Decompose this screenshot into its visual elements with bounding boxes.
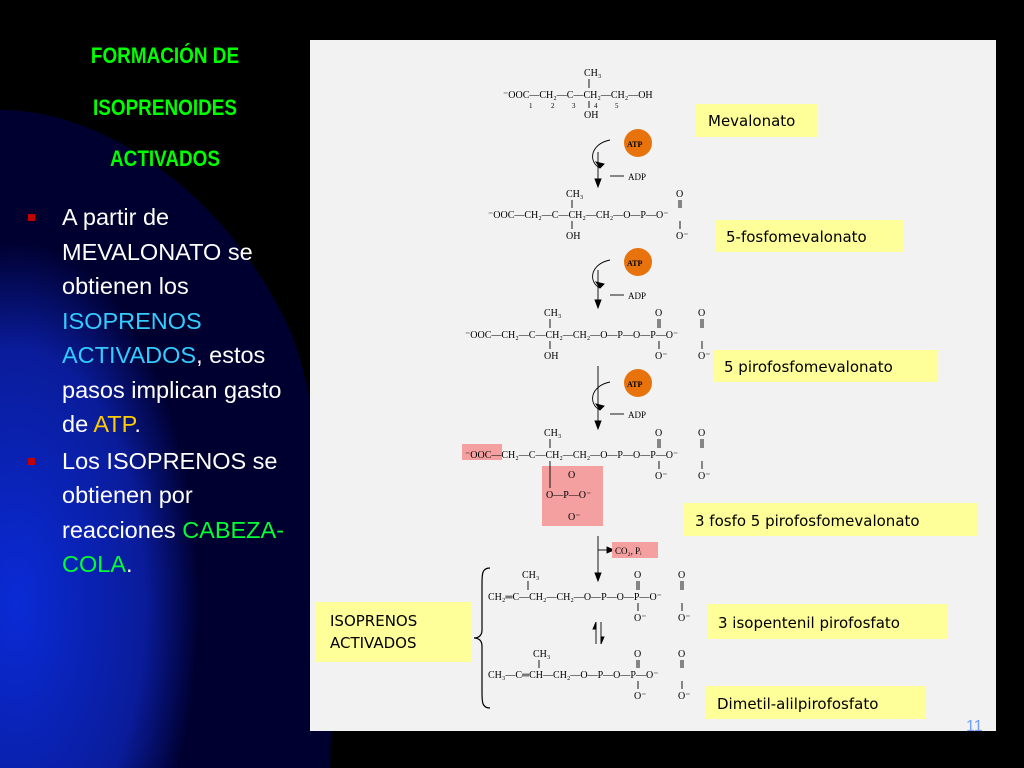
compound-label-mevalonato: Mevalonato bbox=[708, 112, 795, 130]
svg-text:OH: OH bbox=[544, 351, 558, 362]
svg-text:O⁻: O⁻ bbox=[655, 351, 668, 362]
structure-mevalonato: ⁻OOC—CH₂—C—CH₂—CH₂—OH CH₃ OH 1 2 3 4 5 bbox=[503, 68, 653, 121]
svg-text:O: O bbox=[634, 649, 641, 660]
svg-text:O⁻: O⁻ bbox=[634, 691, 647, 702]
adp-label: ADP bbox=[628, 172, 646, 182]
bullet-highlight-cabeza-cola: CABEZA-COLA bbox=[62, 516, 285, 578]
highlight-phosphate bbox=[542, 466, 603, 526]
structure-3-isopentenil-pirofosfato: CH₂═C—CH₂—CH₂—O—P—O—P—O⁻ CH₃ O O⁻ O O⁻ bbox=[488, 570, 691, 624]
atp-label: ATP bbox=[627, 380, 643, 389]
compound-label-3-isopentenil-pirofosfato: 3 isopentenil pirofosfato bbox=[718, 614, 900, 632]
reaction-step-1: ATP ADP bbox=[592, 129, 652, 189]
svg-text:⁻OOC—CH₂—C—CH₂—CH₂—O—P—O—P—O⁻: ⁻OOC—CH₂—C—CH₂—CH₂—O—P—O—P—O⁻ bbox=[465, 450, 678, 461]
svg-text:2: 2 bbox=[551, 102, 555, 110]
svg-text:CH₃: CH₃ bbox=[566, 189, 583, 200]
svg-text:O: O bbox=[655, 428, 662, 439]
atp-circle bbox=[624, 369, 652, 397]
structure-5-fosfomevalonato: ⁻OOC—CH₂—C—CH₂—CH₂—O—P—O⁻ CH₃ OH O O⁻ bbox=[488, 189, 689, 242]
bullet-item: Los ISOPRENOS se obtienen por reacciones… bbox=[22, 444, 312, 582]
svg-text:CH₂═C—CH₂—CH₂—O—P—O—P—O⁻: CH₂═C—CH₂—CH₂—O—P—O—P—O⁻ bbox=[488, 592, 662, 603]
svg-text:⁻OOC—CH₂—C—CH₂—CH₂—O—P—O—P—O⁻: ⁻OOC—CH₂—C—CH₂—CH₂—O—P—O—P—O⁻ bbox=[465, 330, 678, 341]
bullet-text: , estos pasos implican gasto de bbox=[62, 342, 282, 437]
svg-text:O⁻: O⁻ bbox=[655, 471, 668, 482]
svg-text:CH₃: CH₃ bbox=[544, 428, 561, 439]
pathway-diagram-panel: ⁻OOC—CH₂—C—CH₂—CH₂—OH CH₃ OH 1 2 3 4 5 ATP… bbox=[310, 40, 996, 731]
svg-text:O: O bbox=[678, 570, 685, 581]
highlight-co2-pi bbox=[612, 542, 658, 558]
slide-title-line-2: ISOPRENOIDES bbox=[92, 95, 238, 120]
isoprenos-activados-box bbox=[316, 602, 472, 662]
svg-text:OH: OH bbox=[584, 110, 598, 121]
svg-text:CH₃: CH₃ bbox=[584, 68, 601, 79]
svg-text:O: O bbox=[698, 428, 705, 439]
svg-text:O: O bbox=[634, 570, 641, 581]
bullet-highlight-atp: ATP bbox=[93, 411, 135, 437]
svg-text:O: O bbox=[568, 470, 575, 481]
svg-text:O: O bbox=[676, 189, 683, 200]
svg-text:O: O bbox=[655, 308, 662, 319]
structure-3-fosfo-5-pirofosfomevalonato: ⁻OOC—CH₂—C—CH₂—CH₂—O—P—O—P—O⁻ CH₃ OO⁻ OO… bbox=[465, 428, 711, 523]
bullet-text: Los ISOPRENOS se obtienen por reacciones bbox=[62, 447, 278, 543]
svg-text:⁻OOC—CH₂—C—CH₂—CH₂—O—P—O⁻: ⁻OOC—CH₂—C—CH₂—CH₂—O—P—O⁻ bbox=[488, 210, 668, 221]
bullet-text: . bbox=[134, 411, 141, 437]
svg-text:⁻OOC—CH₂—C—CH₂—CH₂—OH: ⁻OOC—CH₂—C—CH₂—CH₂—OH bbox=[503, 90, 653, 101]
svg-text:CH₃—C═CH—CH₂—O—P—O—P—O⁻: CH₃—C═CH—CH₂—O—P—O—P—O⁻ bbox=[488, 670, 658, 681]
svg-text:O: O bbox=[678, 649, 685, 660]
atp-circle bbox=[624, 129, 652, 157]
co2-pi-label: CO₂, Pᵢ bbox=[615, 546, 642, 556]
compound-label-dimetil-alilpirofosfato: Dimetil-alilpirofosfato bbox=[717, 695, 878, 713]
atp-label: ATP bbox=[627, 259, 643, 268]
slide-number: 11 bbox=[966, 718, 983, 735]
slide-title-line-1: FORMACIÓN DE bbox=[90, 43, 240, 68]
reaction-step-2: ATP ADP bbox=[592, 248, 652, 310]
svg-text:O⁻: O⁻ bbox=[678, 613, 691, 624]
svg-text:O⁻: O⁻ bbox=[676, 231, 689, 242]
svg-text:OH: OH bbox=[566, 231, 580, 242]
atp-circle bbox=[624, 248, 652, 276]
highlight-carboxylate bbox=[462, 444, 502, 460]
bullet-item: A partir de MEVALONATO se obtienen los I… bbox=[22, 200, 312, 442]
adp-label: ADP bbox=[628, 291, 646, 301]
svg-text:1: 1 bbox=[529, 102, 533, 110]
bullet-list: A partir de MEVALONATO se obtienen los I… bbox=[22, 200, 312, 584]
reaction-step-3: ATP ADP bbox=[592, 366, 652, 431]
adp-label: ADP bbox=[628, 410, 646, 420]
reaction-step-4: CO₂, Pᵢ bbox=[594, 536, 658, 583]
isomerization-arrows bbox=[592, 621, 605, 645]
atp-label: ATP bbox=[627, 140, 643, 149]
compound-label-5-fosfomevalonato: 5-fosfomevalonato bbox=[726, 228, 867, 246]
isoprene-bracket bbox=[473, 567, 491, 709]
svg-text:O: O bbox=[698, 308, 705, 319]
svg-text:CH₃: CH₃ bbox=[522, 570, 539, 581]
svg-text:O⁻: O⁻ bbox=[568, 512, 581, 523]
svg-text:O⁻: O⁻ bbox=[698, 351, 711, 362]
compound-label-3-fosfo-5-pirofosfomevalonato: 3 fosfo 5 pirofosfomevalonato bbox=[695, 512, 920, 530]
bullet-text: . bbox=[126, 551, 133, 577]
slide-title-line-3: ACTIVADOS bbox=[109, 146, 221, 171]
isoprenos-activados-line-2: ACTIVADOS bbox=[330, 634, 417, 652]
bullet-highlight-isoprenos: ISOPRENOS ACTIVADOS bbox=[62, 307, 202, 369]
svg-text:O⁻: O⁻ bbox=[698, 471, 711, 482]
structure-dimetil-alilpirofosfato: CH₃—C═CH—CH₂—O—P—O—P—O⁻ CH₃ O O⁻ O O⁻ bbox=[488, 649, 691, 702]
svg-text:O—P—O⁻: O—P—O⁻ bbox=[546, 490, 591, 501]
compound-label-5-pirofosfomevalonato: 5 pirofosfomevalonato bbox=[724, 358, 893, 376]
bullet-text: A partir de MEVALONATO se obtienen los bbox=[62, 204, 253, 299]
svg-text:CH₃: CH₃ bbox=[533, 649, 550, 660]
svg-text:3: 3 bbox=[572, 102, 576, 110]
svg-text:5: 5 bbox=[615, 102, 619, 110]
isoprenos-activados-line-1: ISOPRENOS bbox=[330, 612, 417, 630]
svg-text:CH₃: CH₃ bbox=[544, 308, 561, 319]
svg-text:O⁻: O⁻ bbox=[678, 691, 691, 702]
svg-text:4: 4 bbox=[594, 102, 598, 110]
svg-text:O⁻: O⁻ bbox=[634, 613, 647, 624]
